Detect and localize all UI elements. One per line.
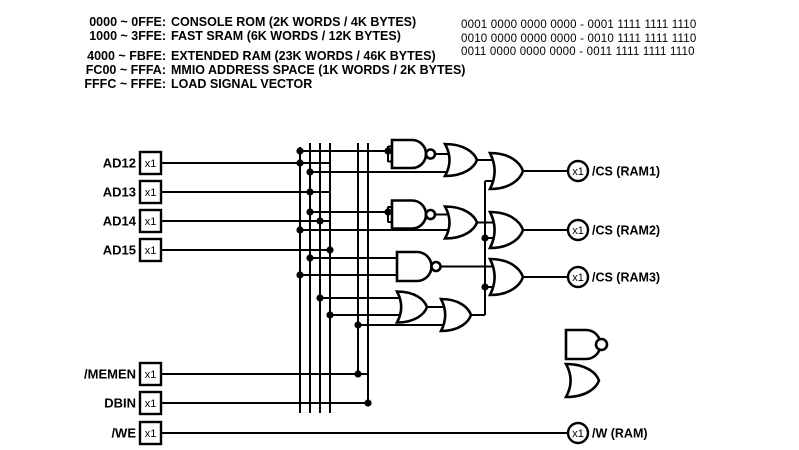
buffer-label: x1 [572, 428, 584, 440]
input-label-ad13: AD13 [103, 185, 136, 200]
output-label-cs-ram1: /CS (RAM1) [592, 165, 660, 179]
input-label-memen: /MEMEN [84, 367, 136, 382]
or-gate-ad14-ad15 [394, 290, 429, 324]
memory-map-row: 1000 ~ 3FFE: FAST SRAM (6K WORDS / 12K BY… [80, 29, 465, 43]
binary-range-row: 0010 0000 0000 0000 - 0010 1111 1111 111… [461, 32, 697, 45]
memory-map-text: 0000 ~ 0FFE: CONSOLE ROM (2K WORDS / 4K B… [80, 15, 465, 91]
buffer-label: x1 [572, 225, 584, 237]
input-label-ad12: AD12 [103, 156, 136, 171]
memory-map-row: FC00 ~ FFFA: MMIO ADDRESS SPACE (1K WORDS… [80, 63, 466, 77]
buffer-label: x1 [145, 158, 157, 170]
buffer-label: x1 [145, 245, 157, 257]
input-label-ad15: AD15 [103, 243, 136, 258]
memory-map-desc: EXTENDED RAM (23K WORDS / 46K BYTES) [171, 49, 436, 63]
memory-map-desc: FAST SRAM (6K WORDS / 12K BYTES) [171, 29, 401, 43]
memory-map-desc: CONSOLE ROM (2K WORDS / 4K BYTES) [171, 15, 417, 29]
output-label-cs-ram2: /CS (RAM2) [592, 224, 660, 238]
or-gate-cs-ram1 [487, 151, 525, 191]
memory-map-range: 0000 ~ 0FFE: [89, 15, 166, 29]
or-gate-cs-ram2 [487, 210, 525, 250]
buffer-label: x1 [145, 398, 157, 410]
or-gate-row2 [442, 205, 479, 240]
or-gate-cs-ram3 [487, 257, 525, 297]
nand-gate-ad12 [390, 138, 437, 170]
input-label-ad14: AD14 [103, 214, 137, 229]
memory-map-row: 4000 ~ FBFE: EXTENDED RAM (23K WORDS / 46… [80, 49, 465, 63]
legend-nand-gate [564, 328, 609, 361]
input-label-dbin: DBIN [104, 396, 136, 411]
buffer-label: x1 [145, 216, 157, 228]
memory-map-range: FC00 ~ FFFA: [85, 63, 166, 77]
memory-map-row: 0000 ~ 0FFE: CONSOLE ROM (2K WORDS / 4K B… [80, 15, 465, 29]
memory-map-range: FFFC ~ FFFE: [84, 77, 166, 91]
memory-map-range: 4000 ~ FBFE: [87, 49, 166, 63]
or-gate-memen [438, 297, 473, 333]
buffer-label: x1 [145, 187, 157, 199]
legend-or-gate [563, 362, 601, 399]
output-label-cs-ram3: /CS (RAM3) [592, 271, 660, 285]
memory-map-row: FFFC ~ FFFE: LOAD SIGNAL VECTOR [80, 77, 465, 91]
binary-range-row: 0001 0000 0000 0000 - 0001 1111 1111 111… [461, 19, 697, 31]
nand-gate-ad12-ad13 [395, 250, 442, 283]
buffer-label: x1 [572, 166, 584, 178]
junction-dots [296, 147, 489, 407]
or-gate-row1 [442, 142, 479, 178]
nand-gate-ad13 [390, 199, 437, 230]
binary-address-ranges: 0001 0000 0000 0000 - 0001 1111 1111 111… [461, 19, 696, 60]
output-buffer-circles [566, 159, 590, 445]
output-label-w-ram: /W (RAM) [592, 427, 648, 441]
input-label-we: /WE [111, 426, 136, 441]
gate-wires [300, 145, 568, 326]
memory-map-desc: MMIO ADDRESS SPACE (1K WORDS / 2K BYTES) [171, 63, 466, 77]
memory-map-range: 1000 ~ 3FFE: [89, 29, 166, 43]
buffer-label: x1 [572, 272, 584, 284]
buffer-label: x1 [145, 369, 157, 381]
buffer-label: x1 [145, 428, 157, 440]
input-buffer-boxes [138, 150, 163, 446]
binary-range-row: 0011 0000 0000 0000 - 0011 1111 1111 111… [461, 46, 695, 59]
input-wires [161, 162, 568, 434]
memory-map-desc: LOAD SIGNAL VECTOR [171, 77, 313, 91]
